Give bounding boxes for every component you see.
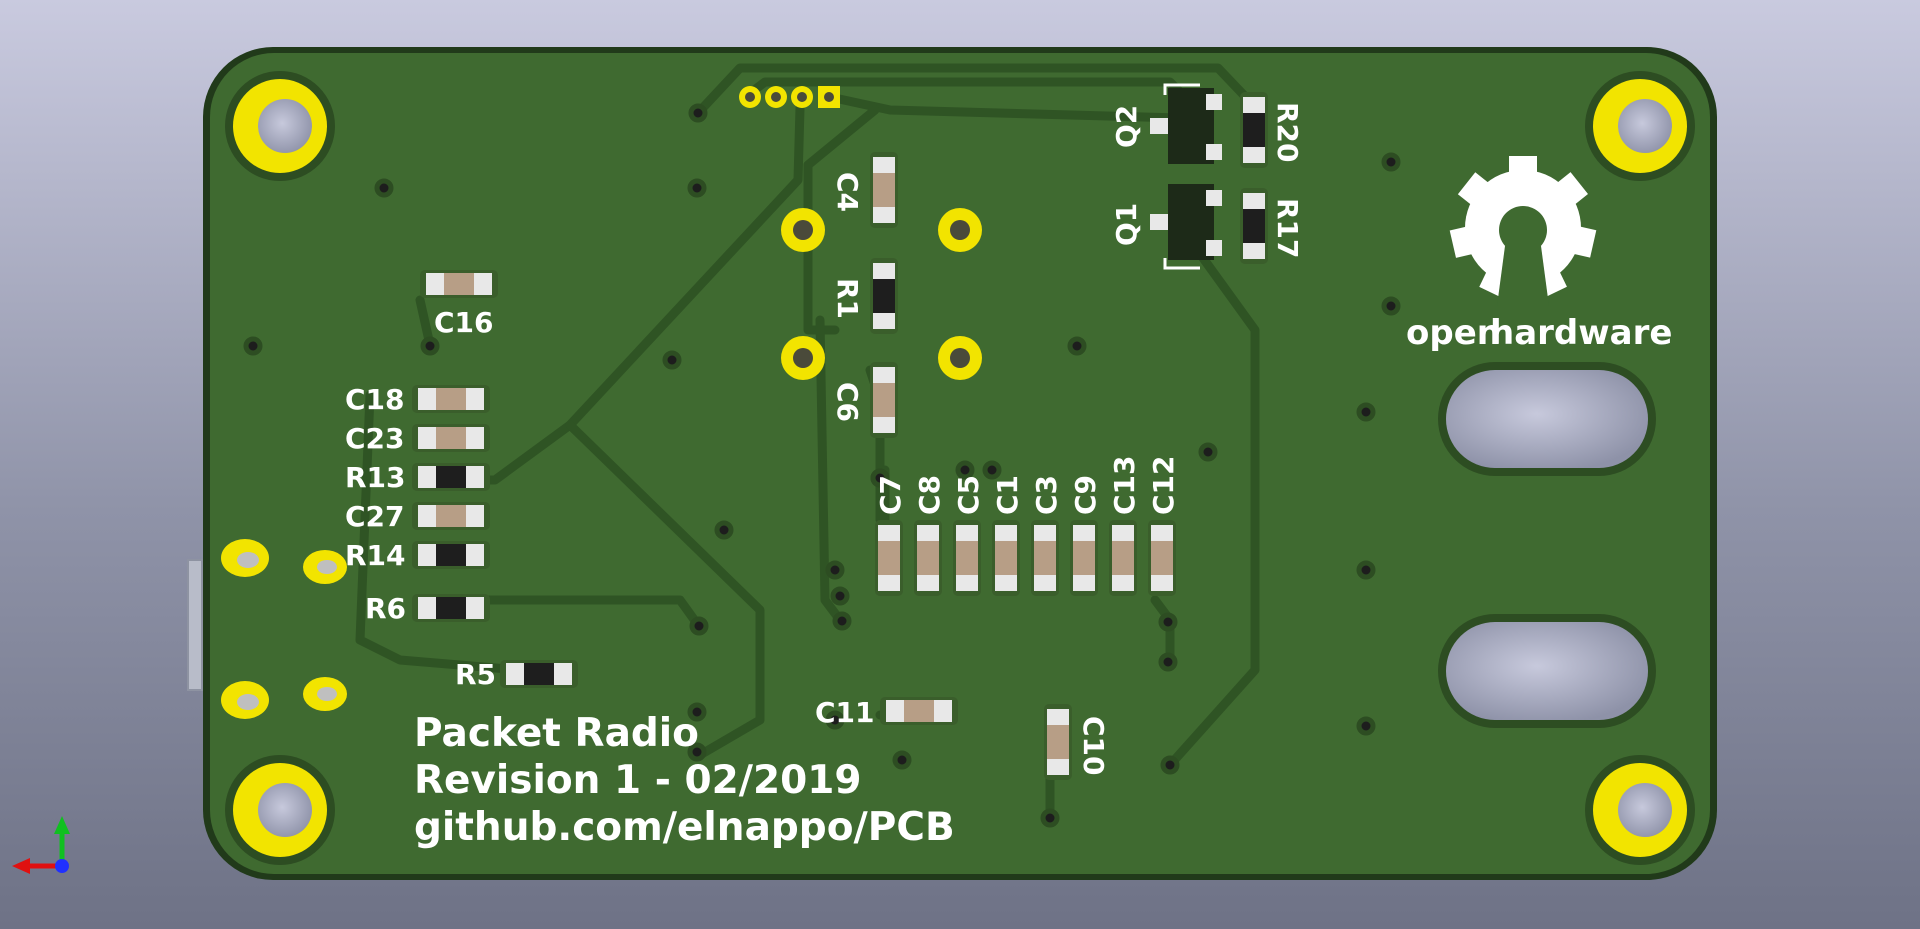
label-c8: C8 — [913, 475, 946, 515]
mounting-hole-bottom-left — [225, 755, 335, 865]
resistor-r17 — [1240, 188, 1268, 264]
label-c9: C9 — [1069, 475, 1102, 515]
resistor-r14 — [412, 541, 490, 569]
capacitor-c11 — [880, 697, 958, 725]
transistor-q2 — [1150, 83, 1222, 164]
label-c16: C16 — [434, 306, 494, 339]
board-url: github.com/elnappo/PCB — [414, 805, 955, 850]
label-c12: C12 — [1147, 455, 1180, 515]
through-hole-pads — [221, 208, 982, 719]
capacitor-c18 — [412, 385, 490, 413]
capacitor-c9 — [1070, 520, 1098, 596]
capacitor-c10 — [1044, 704, 1072, 780]
transistors — [1150, 83, 1222, 270]
label-c23: C23 — [345, 422, 405, 455]
capacitor-c3 — [1031, 520, 1059, 596]
capacitor-c27 — [412, 502, 490, 530]
resistor-r20 — [1240, 92, 1268, 168]
transistor-q1 — [1150, 184, 1222, 270]
label-c4: C4 — [831, 172, 864, 212]
label-r6: R6 — [365, 592, 406, 625]
board-title: Packet Radio — [414, 711, 699, 756]
xyz-axes-icon — [12, 816, 70, 874]
slot-lower-cutout — [1446, 622, 1648, 720]
label-c18: C18 — [345, 383, 405, 416]
resistor-r5 — [500, 660, 578, 688]
logo-text-hardware: hardware — [1490, 313, 1672, 353]
label-c13: C13 — [1108, 455, 1141, 515]
label-c3: C3 — [1030, 475, 1063, 515]
capacitor-c12 — [1148, 520, 1176, 596]
label-r17: R17 — [1271, 198, 1304, 259]
vias — [243, 103, 1401, 828]
capacitor-c13 — [1109, 520, 1137, 596]
capacitor-c16 — [420, 270, 498, 298]
label-r5: R5 — [455, 658, 496, 691]
logo-text-open: open — [1406, 313, 1501, 353]
label-r14: R14 — [345, 539, 406, 572]
capacitor-c4 — [870, 152, 898, 228]
silkscreen-labels: C16 C18 C23 R13 C27 R14 R6 R5 C11 C4 R1 … — [345, 102, 1672, 850]
label-c11: C11 — [815, 696, 875, 729]
slot-upper-cutout — [1446, 370, 1648, 468]
label-q1: Q1 — [1110, 203, 1143, 246]
capacitor-c23 — [412, 424, 490, 452]
resistor-r13 — [412, 463, 490, 491]
mounting-hole-bottom-right — [1585, 755, 1695, 865]
usb-connector-edge — [187, 559, 203, 691]
capacitor-c5 — [953, 520, 981, 596]
capacitor-c7 — [875, 520, 903, 596]
pin-header — [739, 86, 840, 108]
label-r13: R13 — [345, 461, 406, 494]
mounting-holes — [225, 71, 1695, 865]
capacitor-c6 — [870, 362, 898, 438]
label-c7: C7 — [874, 475, 907, 515]
smd-components-vertical — [870, 92, 1268, 780]
label-q2: Q2 — [1110, 105, 1143, 148]
capacitor-c8 — [914, 520, 942, 596]
label-c5: C5 — [952, 475, 985, 515]
label-r20: R20 — [1271, 102, 1304, 163]
board-revision: Revision 1 - 02/2019 — [414, 758, 862, 803]
mounting-hole-top-right — [1585, 71, 1695, 181]
label-c6: C6 — [831, 382, 864, 422]
open-hardware-gear-icon — [1449, 156, 1597, 306]
resistor-r1 — [870, 258, 898, 334]
smd-components-left — [412, 270, 958, 725]
capacitor-c1 — [992, 520, 1020, 596]
label-c27: C27 — [345, 500, 405, 533]
label-r1: R1 — [831, 278, 864, 319]
label-c10: C10 — [1077, 716, 1110, 776]
slots — [1438, 362, 1656, 728]
label-c1: C1 — [991, 475, 1024, 515]
resistor-r6 — [412, 594, 490, 622]
mounting-hole-top-left — [225, 71, 335, 181]
